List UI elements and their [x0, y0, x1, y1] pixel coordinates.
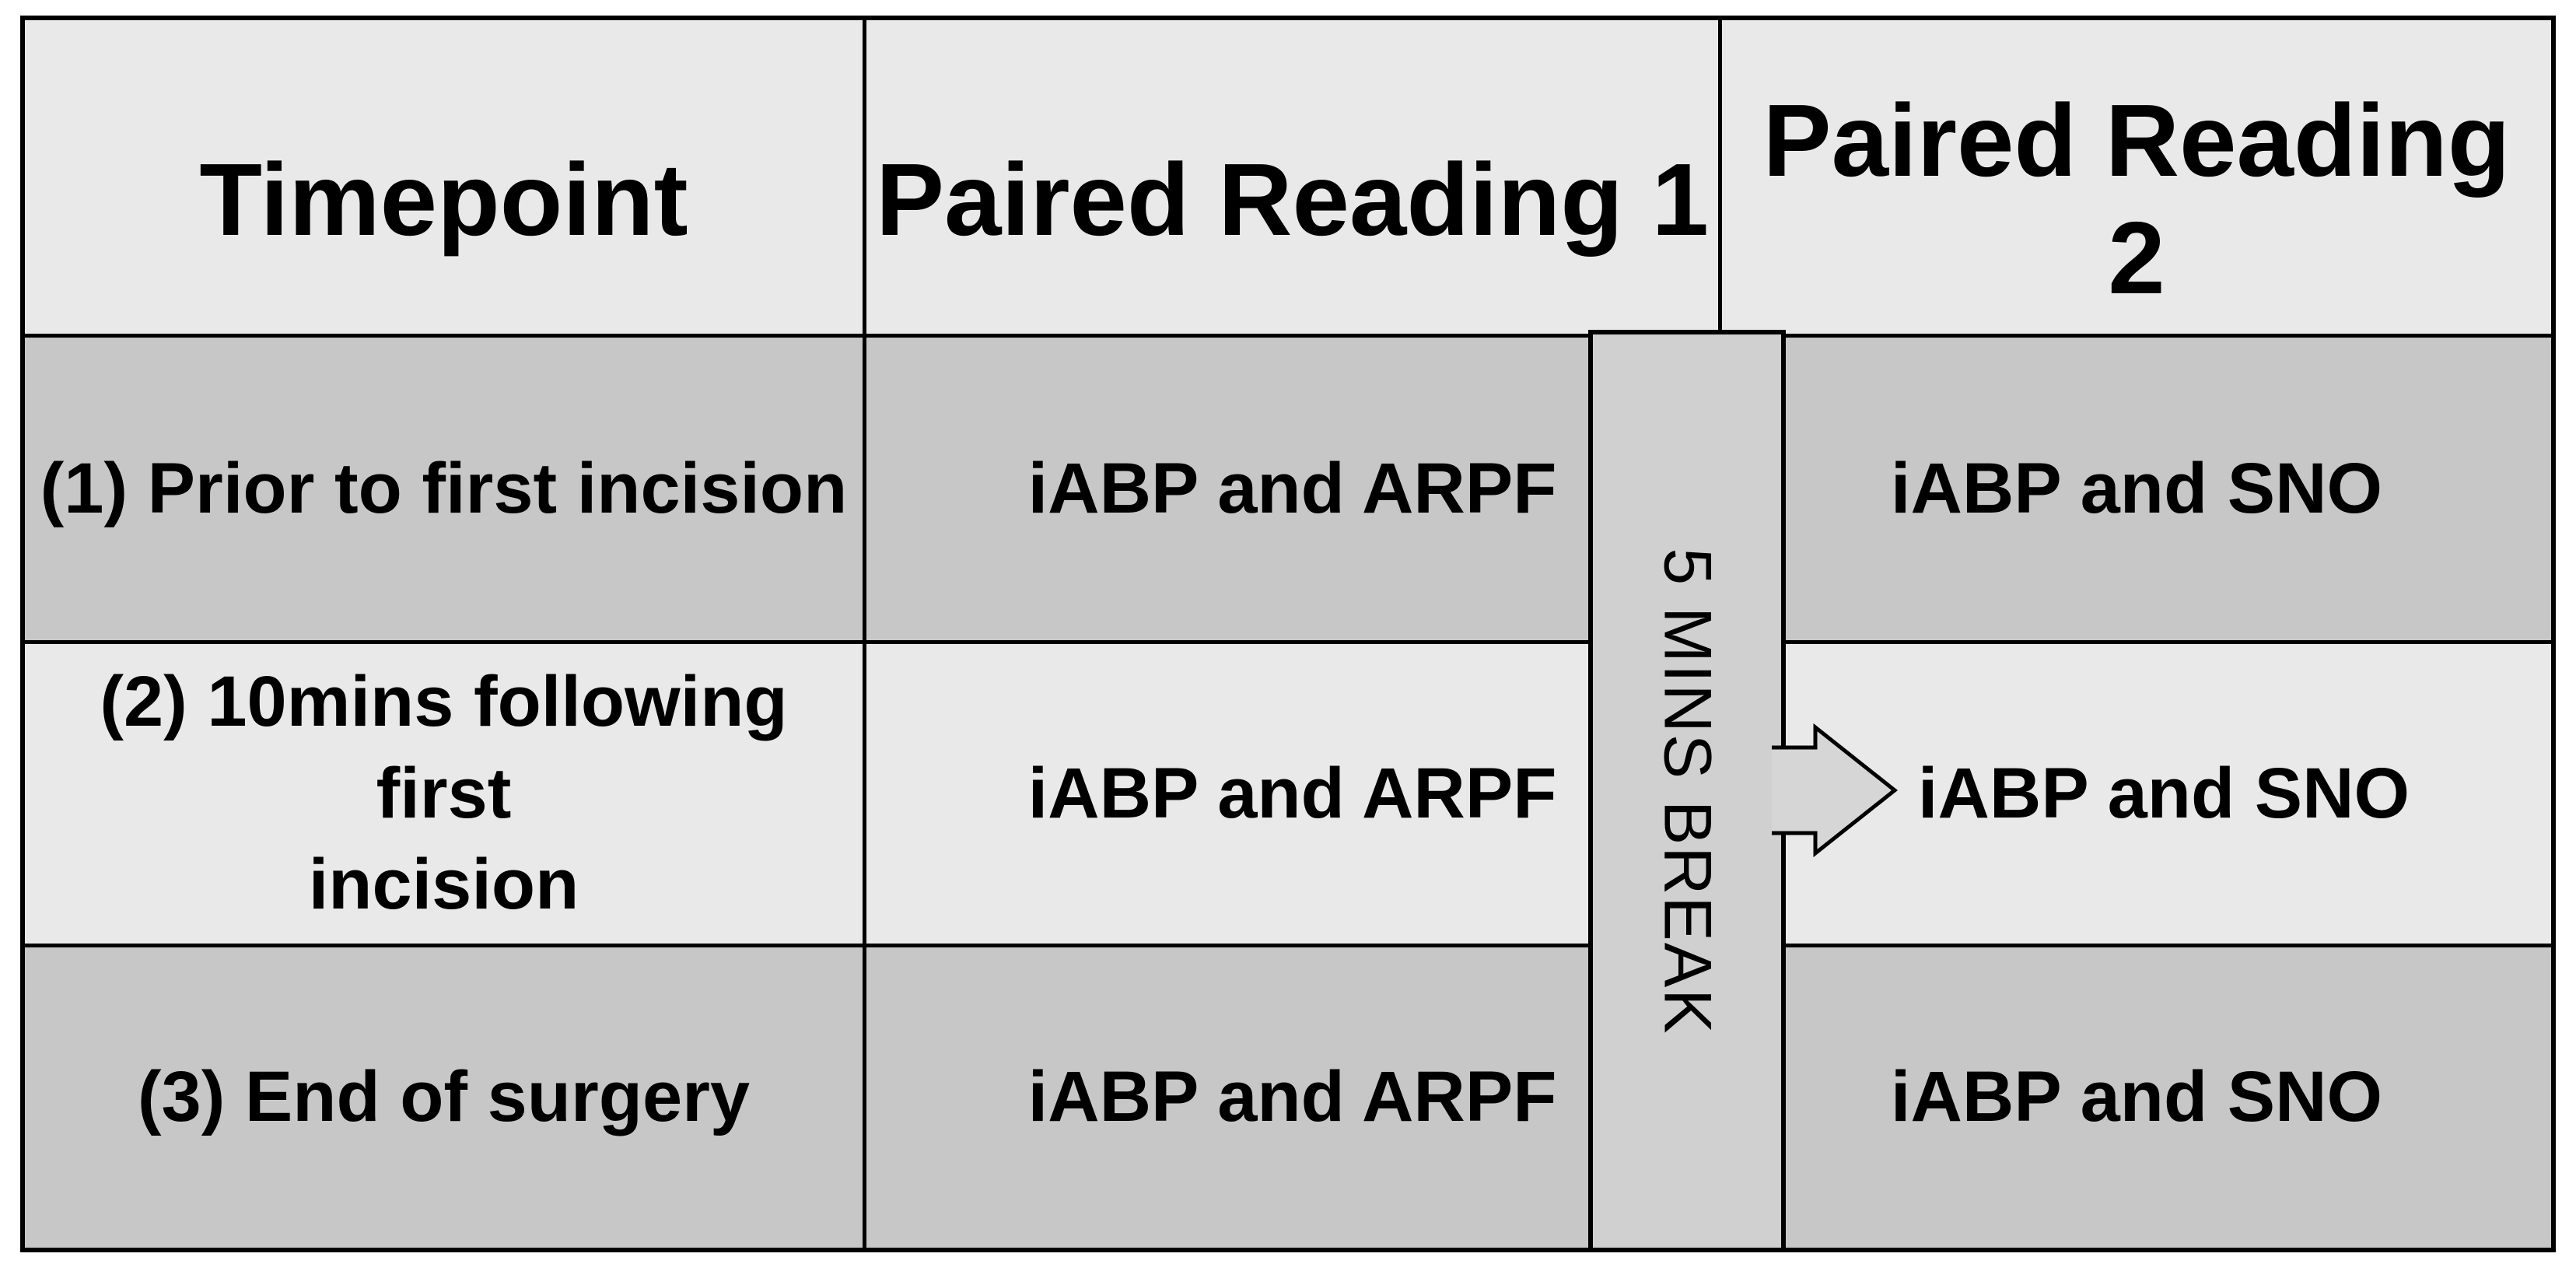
header-paired-reading-1: Paired Reading 1 — [866, 20, 1718, 338]
header-row-background — [25, 20, 2551, 338]
cell-reading1-row3: iABP and ARPF — [866, 947, 1718, 1248]
cell-reading2-row1-label: iABP and SNO — [1890, 448, 2383, 528]
arrow-right-shape — [1772, 723, 1899, 858]
header-paired-reading-2: Paired Reading 2 — [1722, 20, 2551, 338]
grid-line-row1-row2 — [25, 640, 2551, 644]
grid-line-row2-row3 — [25, 944, 2551, 947]
cell-reading2-row1: iABP and SNO — [1722, 338, 2551, 640]
break-strip: 5 MINS BREAK — [1588, 330, 1786, 1248]
arrow-right-icon — [1772, 723, 1899, 858]
cell-reading1-row3-label: iABP and ARPF — [1027, 1057, 1557, 1137]
row3-background — [25, 947, 2551, 1248]
header-paired-reading-1-label: Paired Reading 1 — [875, 142, 1710, 257]
cell-reading2-row3: iABP and SNO — [1722, 947, 2551, 1248]
cell-reading1-row2: iABP and ARPF — [866, 644, 1718, 944]
header-timepoint: Timepoint — [25, 20, 863, 338]
cell-reading1-row2-label: iABP and ARPF — [1027, 753, 1557, 833]
cell-timepoint-2-label: (2) 10mins following first incision — [25, 657, 863, 931]
cell-timepoint-3: (3) End of surgery — [25, 947, 863, 1248]
cell-timepoint-2-line1: (2) 10mins following first — [100, 661, 788, 833]
row2-background — [25, 644, 2551, 947]
header-timepoint-label: Timepoint — [199, 142, 688, 257]
row1-background — [25, 338, 2551, 644]
header-paired-reading-2-label: Paired Reading 2 — [1762, 83, 2511, 315]
cell-timepoint-1-label: (1) Prior to first incision — [40, 448, 848, 528]
cell-reading2-row2: iABP and SNO — [1722, 644, 2551, 944]
readings-schedule-table: Timepoint Paired Reading 1 Paired Readin… — [20, 16, 2556, 1252]
cell-timepoint-2: (2) 10mins following first incision — [25, 644, 863, 944]
cell-timepoint-1: (1) Prior to first incision — [25, 338, 863, 640]
cell-reading2-row2-label: iABP and SNO — [1917, 753, 2410, 833]
grid-line-col2-col3-header — [1718, 20, 1722, 338]
grid-line-header-bottom — [25, 334, 2551, 338]
break-strip-label: 5 MINS BREAK — [1650, 547, 1725, 1035]
cell-reading1-row1-label: iABP and ARPF — [1027, 448, 1557, 528]
grid-line-col1-col2 — [863, 20, 866, 1248]
cell-timepoint-2-line2: incision — [308, 845, 579, 925]
cell-timepoint-3-label: (3) End of surgery — [137, 1057, 751, 1137]
cell-reading2-row3-label: iABP and SNO — [1890, 1057, 2383, 1137]
cell-reading1-row1: iABP and ARPF — [866, 338, 1718, 640]
